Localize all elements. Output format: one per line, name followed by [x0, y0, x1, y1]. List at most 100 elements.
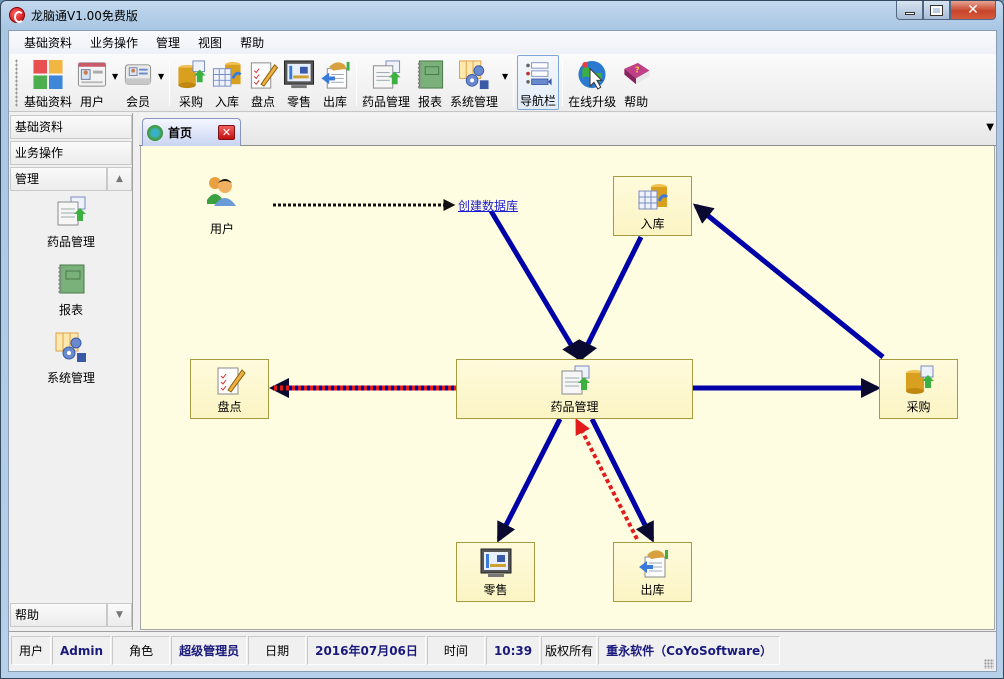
sidebar-item-report[interactable]: 报表 [9, 263, 133, 318]
toolbar-stock-in-button[interactable]: 入库 [209, 55, 245, 110]
retail-icon [284, 60, 315, 89]
toolbar-navigation-bar-button[interactable]: 导航栏 [517, 55, 560, 110]
create-database-link[interactable]: 创建数据库 [458, 199, 519, 213]
system-dropdown-arrow[interactable]: ▼ [501, 71, 509, 81]
diagram-node-purchase[interactable]: 采购 [879, 359, 958, 419]
toolbar-retail-button[interactable]: 零售 [281, 55, 317, 110]
resize-grip[interactable] [984, 659, 994, 669]
toolbar-system-management-button[interactable]: 系统管理 [448, 55, 500, 110]
toolbar-inventory-check-button[interactable]: 盘点 [245, 55, 281, 110]
status-date-label: 日期 [248, 636, 307, 665]
member-dropdown-arrow[interactable]: ▼ [157, 71, 165, 81]
toolbar-separator [356, 60, 358, 106]
system-settings-icon [55, 332, 86, 362]
status-time-label: 时间 [426, 636, 485, 665]
inventory-check-icon [217, 367, 246, 395]
toolbar-stock-out-button[interactable]: 出库 [317, 55, 353, 110]
flow-diagram: 用户 创建数据库 入库 盘点 药品管理 采购 [140, 146, 995, 630]
sidebar-section-management[interactable]: 管理 ▲ [10, 167, 132, 191]
toolbar-grip[interactable] [15, 59, 18, 107]
purchase-icon [178, 60, 206, 89]
diagram-node-inventory-check[interactable]: 盘点 [190, 359, 269, 419]
toolbar-help-button[interactable]: ? 帮助 [618, 55, 654, 110]
menu-bar: 基础资料 业务操作 管理 视图 帮助 [9, 31, 996, 54]
sidebar-item-system-management[interactable]: 系统管理 [9, 331, 133, 386]
help-book-icon: ? [624, 62, 650, 85]
toolbar-purchase-button[interactable]: 采购 [173, 55, 209, 110]
sidebar-section-help[interactable]: 帮助 ▼ [10, 603, 132, 627]
status-copyright-label: 版权所有 [541, 636, 598, 665]
toolbar: 基础资料 用户 ▼ 会员 ▼ 采购 入库 盘点 [9, 54, 996, 112]
sidebar-item-drug-management[interactable]: 药品管理 [9, 195, 133, 250]
drug-management-icon [372, 60, 401, 89]
status-role-value: 超级管理员 [171, 636, 248, 665]
users-icon [207, 177, 236, 206]
report-icon [58, 264, 85, 294]
sidebar-section-basic-data[interactable]: 基础资料 [10, 115, 132, 139]
flow-connectors [269, 199, 885, 543]
tiles-icon [33, 59, 63, 90]
navigation-bar-icon [526, 62, 552, 86]
client-area: 基础资料 业务操作 管理 视图 帮助 基础资料 用户 ▼ 会员 ▼ [8, 30, 997, 672]
navigation-sidebar: 基础资料 业务操作 管理 ▲ 药品管理 报表 系统管理 帮助 ▼ [9, 113, 133, 630]
collapse-up-icon[interactable]: ▲ [107, 167, 132, 191]
diagram-node-retail[interactable]: 零售 [456, 542, 535, 602]
retail-icon [480, 548, 511, 577]
toolbar-separator [169, 60, 171, 106]
toolbar-separator [562, 60, 564, 106]
diagram-user-node[interactable]: 用户 [205, 174, 239, 237]
toolbar-user-button[interactable]: 用户 [74, 55, 110, 110]
report-icon [417, 60, 444, 89]
drug-management-icon [561, 365, 590, 395]
online-upgrade-icon [578, 60, 606, 90]
menu-basic-data[interactable]: 基础资料 [24, 35, 73, 50]
menu-help[interactable]: 帮助 [240, 35, 265, 50]
expand-down-icon[interactable]: ▼ [107, 603, 132, 627]
status-copyright-value: 重永软件（CoYoSoftware） [598, 636, 781, 665]
status-date-value: 2016年07月06日 [307, 636, 426, 665]
close-button[interactable]: ✕ [950, 1, 996, 20]
maximize-icon [930, 4, 943, 16]
diagram-node-stock-out[interactable]: 出库 [613, 542, 692, 602]
member-card-icon [124, 64, 152, 85]
tab-strip: 首页 ✕ ▼ [139, 113, 996, 146]
diagram-node-stock-in[interactable]: 入库 [613, 176, 692, 236]
toolbar-member-button[interactable]: 会员 [120, 55, 156, 110]
menu-business-ops[interactable]: 业务操作 [90, 35, 139, 50]
purchase-icon [905, 365, 934, 394]
diagram-node-drug-management[interactable]: 药品管理 [456, 359, 693, 419]
toolbar-online-upgrade-button[interactable]: 在线升级 [566, 55, 618, 110]
tab-close-button[interactable]: ✕ [218, 125, 235, 140]
minimize-icon [904, 11, 915, 15]
inventory-check-icon [250, 62, 279, 89]
minimize-button[interactable] [896, 1, 923, 20]
title-bar[interactable]: 龙脑通V1.00免费版 ✕ [1, 1, 1003, 29]
menu-management[interactable]: 管理 [156, 35, 181, 50]
toolbar-basic-data-button[interactable]: 基础资料 [22, 55, 74, 110]
status-user-value: Admin [52, 636, 112, 665]
toolbar-report-button[interactable]: 报表 [412, 55, 448, 110]
toolbar-separator [513, 60, 515, 106]
tab-home[interactable]: 首页 ✕ [142, 118, 241, 146]
tab-list-dropdown-icon[interactable]: ▼ [986, 122, 994, 133]
user-dropdown-arrow[interactable]: ▼ [111, 71, 119, 81]
status-role-label: 角色 [112, 636, 171, 665]
svg-text:?: ? [635, 66, 640, 75]
stock-out-icon [638, 550, 668, 578]
user-card-icon [77, 62, 107, 87]
stock-in-icon [212, 61, 242, 87]
status-time-value: 10:39 [485, 636, 541, 665]
maximize-button[interactable] [923, 1, 950, 20]
app-logo-icon[interactable] [9, 7, 25, 23]
system-settings-icon [459, 60, 489, 90]
menu-view[interactable]: 视图 [198, 35, 223, 50]
home-recycle-icon [147, 124, 163, 141]
window-title: 龙脑通V1.00免费版 [31, 9, 138, 23]
status-bar: 用户 Admin 角色 超级管理员 日期 2016年07月06日 时间 10:3… [9, 631, 996, 671]
status-user-label: 用户 [11, 636, 52, 665]
stock-out-icon [321, 61, 350, 89]
sidebar-section-business-ops[interactable]: 业务操作 [10, 141, 132, 165]
toolbar-drug-management-button[interactable]: 药品管理 [360, 55, 412, 110]
content-area: 首页 ✕ ▼ [139, 113, 996, 630]
